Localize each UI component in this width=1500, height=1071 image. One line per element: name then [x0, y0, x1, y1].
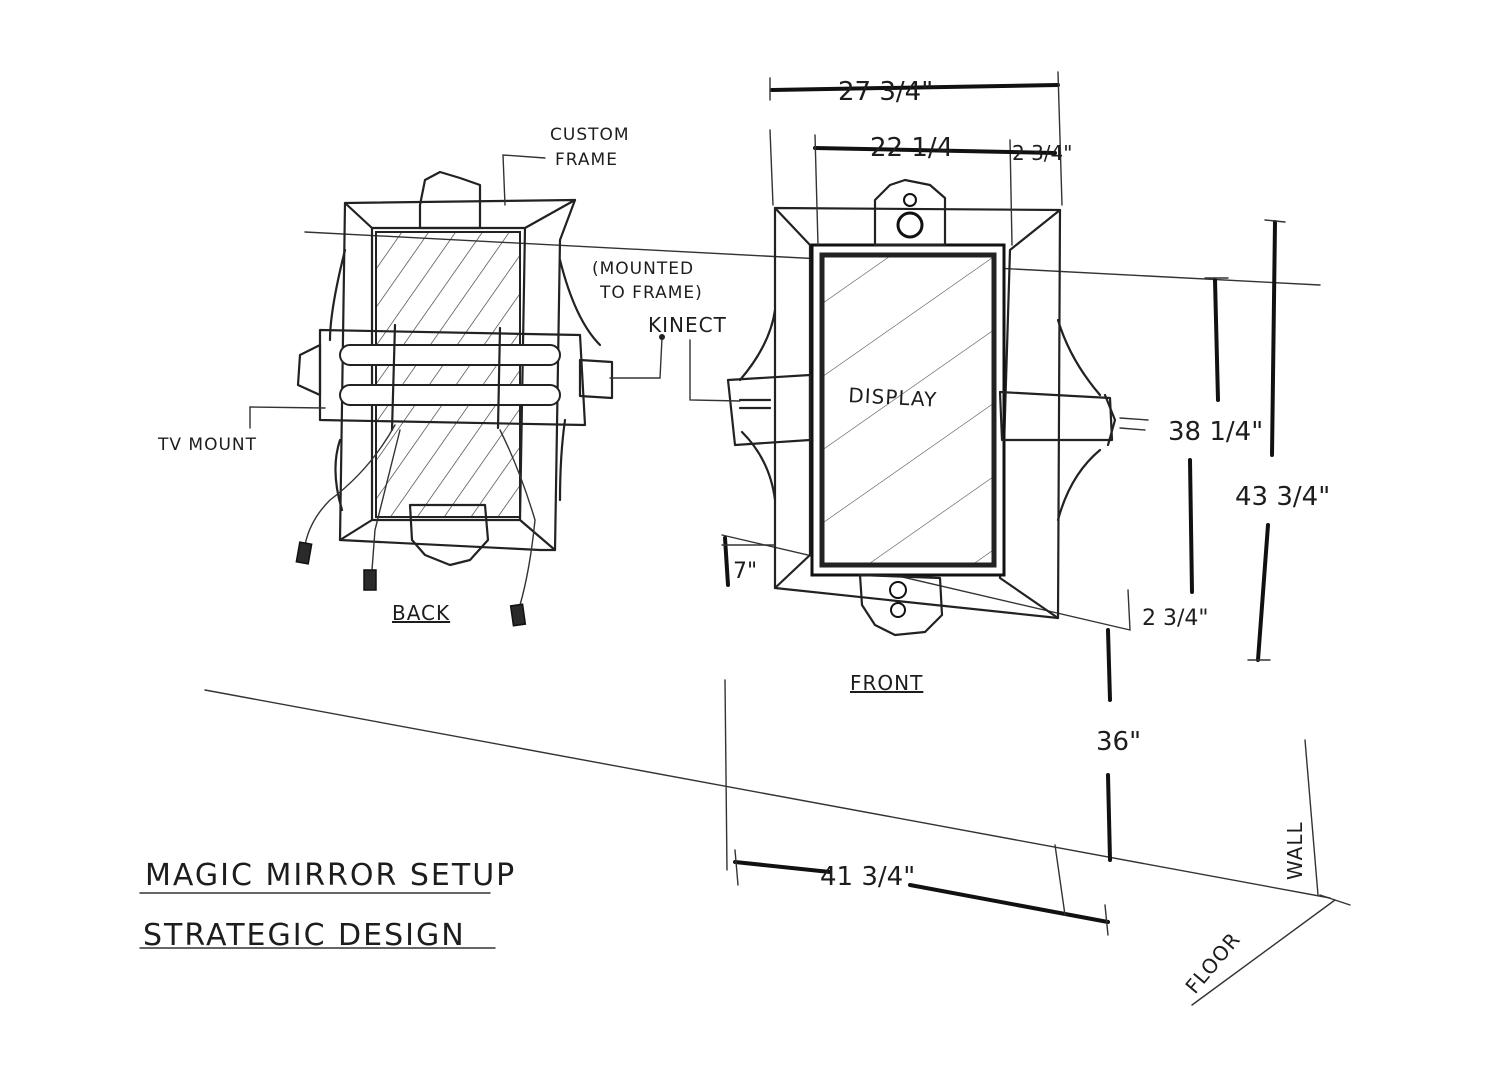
custom-frame-label-2: FRAME	[555, 150, 618, 170]
inner-width-dim: 22 1/4	[870, 133, 953, 163]
title-line-2: STRATEGIC DESIGN	[143, 918, 466, 953]
front-view	[689, 178, 1149, 637]
mounted-label-1: (MOUNTED	[592, 259, 694, 279]
custom-frame-label-1: CUSTOM	[550, 125, 630, 145]
kinect-label: KINECT	[648, 313, 727, 337]
wall-distance-dim: 41 3/4"	[820, 862, 915, 892]
mounted-label-2: TO FRAME)	[599, 283, 703, 303]
overall-width-dim: 27 3/4"	[838, 77, 933, 107]
back-label: BACK	[392, 601, 450, 625]
inner-height-dim: 38 1/4"	[1168, 417, 1263, 447]
front-label: FRONT	[850, 671, 923, 695]
title-block: MAGIC MIRROR SETUP STRATEGIC DESIGN	[139, 858, 516, 953]
floor-height-dim: 36"	[1096, 727, 1141, 757]
display-label: DISPLAY	[848, 383, 938, 412]
bottom-border-dim: 2 3/4"	[1142, 606, 1209, 631]
depth-dim: 7"	[733, 559, 757, 584]
side-border-dim: 2 3/4"	[1012, 141, 1072, 165]
wall-label: WALL	[1283, 821, 1307, 880]
floor-label: FLOOR	[1180, 927, 1245, 998]
dimension-labels: 27 3/4" 22 1/4 2 3/4" 38 1/4" 43 3/4" 2 …	[733, 77, 1330, 892]
dimension-lines	[721, 71, 1286, 936]
tv-mount-label: TV MOUNT	[157, 435, 257, 455]
title-line-1: MAGIC MIRROR SETUP	[145, 858, 516, 893]
overall-height-dim: 43 3/4"	[1235, 482, 1330, 512]
back-view	[249, 154, 665, 627]
